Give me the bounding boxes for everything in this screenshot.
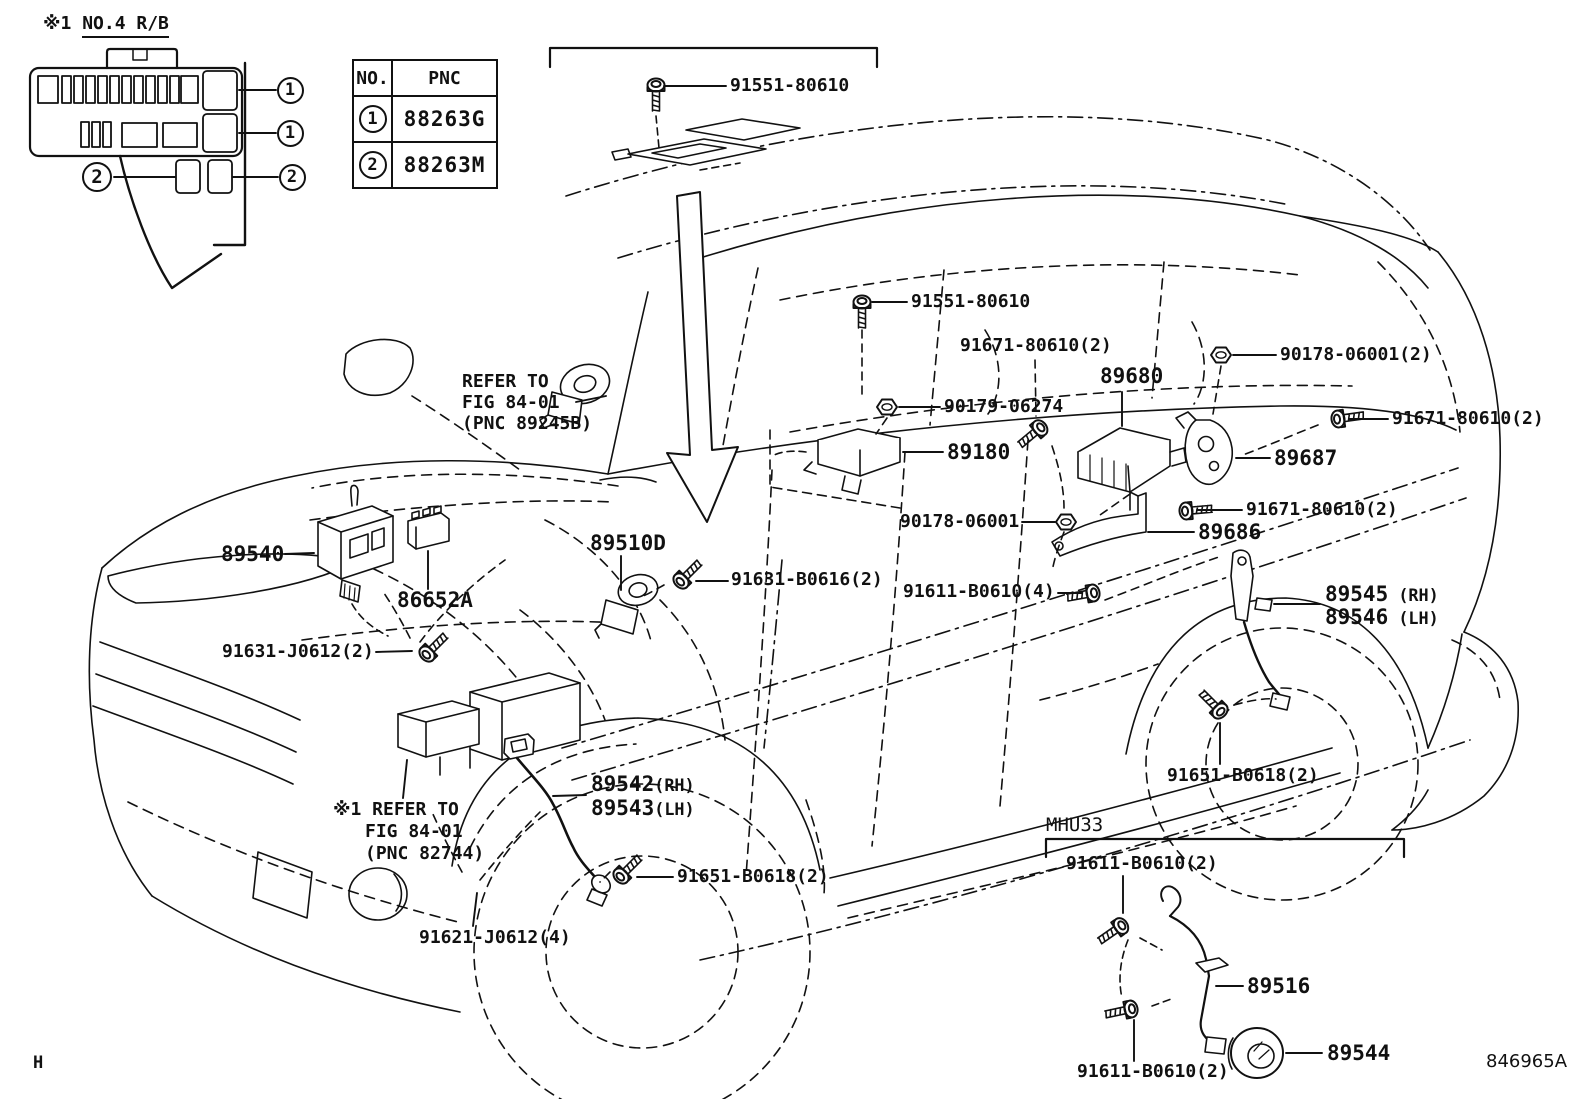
pnc-table-row2-no: 2 [354, 141, 393, 187]
part-label-89542-89543: 89542(RH)89543(LH) [591, 771, 695, 820]
part-89545-sensor-drawing [1230, 549, 1291, 711]
bolt-icon [1329, 405, 1366, 430]
leader-lines [284, 85, 1389, 1062]
page-mark: H [33, 1053, 44, 1073]
fusebox-inset-drawing [28, 47, 279, 290]
part-89686-drawing [1051, 491, 1147, 557]
part-label-89544: 89544 [1327, 1040, 1391, 1065]
part-label-91671-right: 91671-80610(2) [1392, 408, 1544, 429]
fastener-guide-lines [381, 329, 1319, 883]
part-label-91671-top: 91671-80610(2) [960, 335, 1112, 356]
part-label-89545-89546: 89545 (RH)89546 (LH) [1325, 582, 1439, 629]
inset-callout-2-2: 2 [82, 162, 112, 192]
part-86652a-drawing [407, 505, 450, 550]
inset-callout-1-0: 1 [276, 76, 304, 104]
part-89516-sensor-drawing [1119, 885, 1229, 1055]
callout-number-2: 2 [358, 151, 387, 179]
part-label-89180: 89180 [947, 439, 1011, 464]
part-label-91651-left: 91651-B0618(2) [677, 866, 829, 887]
pnc-table: NO. PNC 1 88263G 2 88263M [352, 59, 498, 189]
part-label-86652a: 86652A [397, 587, 473, 612]
part-89680-drawing [1077, 427, 1187, 493]
part-label-91651-right: 91651-B0618(2) [1167, 765, 1319, 786]
part-label-91551-cabin: 91551-80610 [911, 291, 1031, 312]
reference-brackets [548, 46, 1406, 859]
part-label-89680: 89680 [1100, 363, 1164, 388]
fasteners [415, 77, 1366, 1024]
part-label-89516: 89516 [1247, 973, 1311, 998]
part-label-90178-06001-2: 90178-06001(2) [1280, 344, 1432, 365]
part-label-model-mhu33: MHU33 [1046, 813, 1104, 836]
part-89180-drawing [769, 428, 901, 509]
part-89687-drawing [1175, 411, 1234, 486]
part-89540-drawing [317, 484, 394, 637]
bolt-icon [852, 294, 872, 329]
bolt-icon [1093, 914, 1133, 949]
part-label-89687: 89687 [1274, 445, 1338, 470]
callout-number-1: 1 [358, 105, 387, 133]
figure-code: 846965A [1486, 1051, 1568, 1072]
bolt-icon [669, 555, 707, 593]
part-89510d-drawing [594, 573, 659, 639]
bolt-icon [609, 850, 647, 888]
nut-icon [876, 398, 898, 416]
wheels [473, 627, 1419, 1099]
part-label-91631-j0612: 91631-J0612(2) [222, 641, 374, 662]
pnc-table-header-pnc: PNC [428, 67, 461, 89]
location-arrow-icon [666, 191, 739, 523]
part-label-91551-roof: 91551-80610 [730, 75, 850, 96]
part-label-90178-06001-mid: 90178-06001 [900, 511, 1020, 532]
part-label-91611-b0610-4: 91611-B0610(4) [903, 581, 1055, 602]
bolt-icon [1194, 685, 1232, 723]
part-label-91631-b0616: 91631-B0616(2) [731, 569, 883, 590]
part-89544-rotor-drawing [1227, 1027, 1284, 1079]
part-89542-sensor-drawing [503, 733, 612, 907]
pnc-table-row1-no: 1 [354, 95, 393, 141]
part-89245b-drawing [539, 363, 611, 429]
part-label-90179-06274: 90179-06274 [944, 396, 1064, 417]
part-label-89686: 89686 [1198, 519, 1262, 544]
pnc-table-header-no: NO. [354, 61, 393, 95]
inset-note-title: NO.4 R/B [82, 13, 169, 38]
bolt-icon [646, 77, 666, 112]
part-label-91611-b0610-2-bot: 91611-B0610(2) [1077, 1061, 1229, 1082]
pnc-table-row1-code: 88263G [393, 95, 496, 141]
inset-callout-2-3: 2 [278, 163, 306, 191]
inset-callout-1-1: 1 [276, 119, 304, 147]
part-label-91611-b0610-2-top: 91611-B0610(2) [1066, 853, 1218, 874]
pnc-table-row2-code: 88263M [393, 141, 496, 187]
nut-icon [1210, 346, 1232, 364]
nut-icon [1055, 513, 1077, 531]
part-82744-fusebox-drawing [397, 672, 581, 776]
part-label-89540: 89540 [221, 541, 285, 566]
part-label-91621-j0612: 91621-J0612(4) [419, 927, 571, 948]
bolt-icon [415, 628, 453, 666]
roof-plate-drawing [611, 115, 801, 171]
bolt-icon [1064, 582, 1102, 607]
part-label-91671-lower: 91671-80610(2) [1246, 499, 1398, 520]
part-label-89510d: 89510D [590, 530, 666, 555]
inset-title: ※1 NO.4 R/B [43, 13, 169, 38]
bolt-icon [1013, 416, 1052, 453]
inset-note-ref-mark: ※1 [43, 13, 72, 34]
